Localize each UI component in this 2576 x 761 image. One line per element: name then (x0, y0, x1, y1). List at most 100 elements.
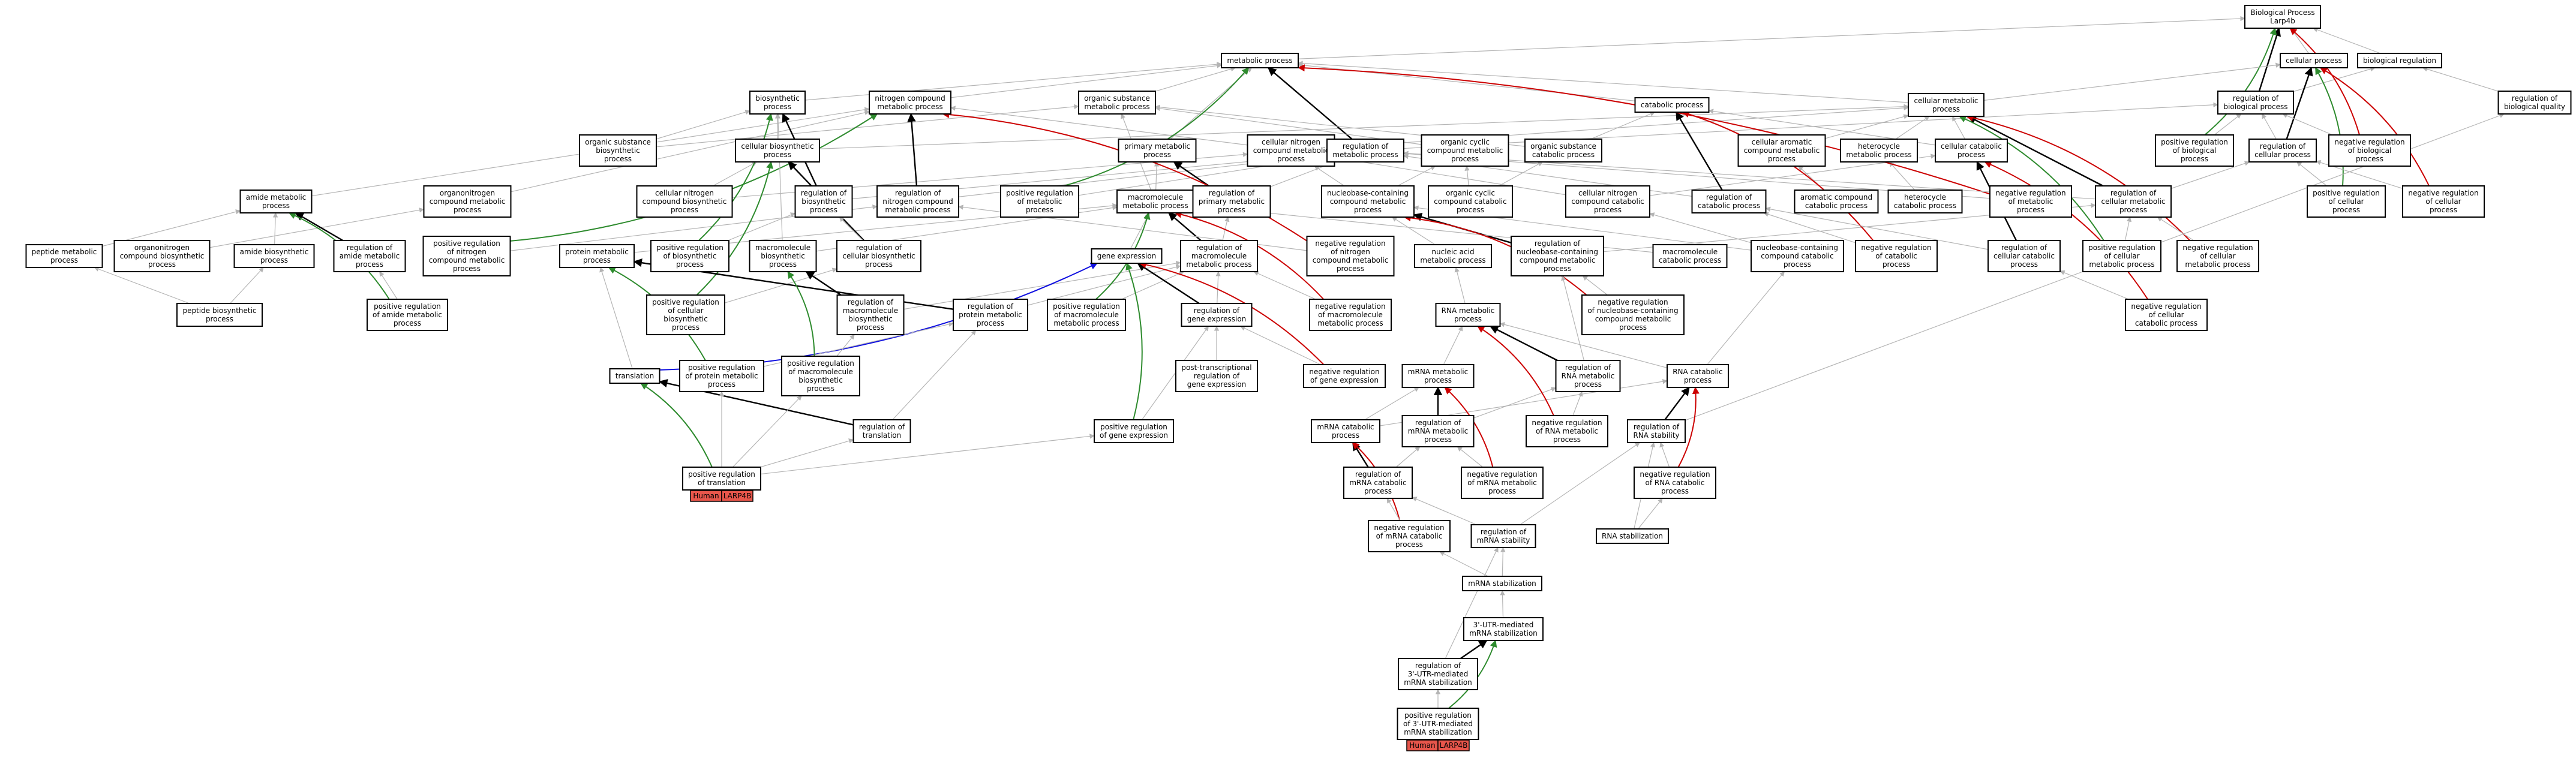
go-term-node[interactable]: regulation ofnucleobase-containingcompou… (1511, 236, 1604, 276)
go-term-node[interactable]: regulation ofmacromoleculebiosyntheticpr… (836, 294, 905, 335)
go-term-node[interactable]: gene expression (1091, 248, 1163, 264)
go-term-node[interactable]: metabolic process (1221, 53, 1299, 68)
go-term-node[interactable]: translation (609, 368, 660, 384)
go-term-node[interactable]: catabolic process (1634, 97, 1710, 113)
go-term-node[interactable]: RNA stabilization (1596, 528, 1669, 544)
go-term-node[interactable]: mRNA stabilization (1462, 576, 1542, 591)
go-term-label-line: organic substance (1084, 94, 1150, 103)
go-term-node[interactable]: cellular process (2280, 53, 2348, 68)
go-term-node[interactable]: biological regulation (2357, 53, 2442, 68)
go-term-label-line: biosynthetic (596, 146, 640, 155)
